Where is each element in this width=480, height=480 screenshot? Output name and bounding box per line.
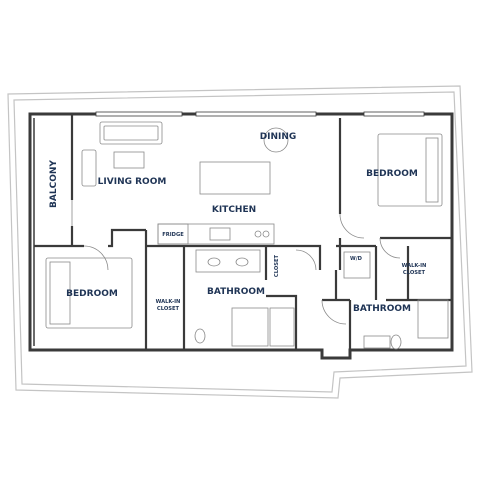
dining-label: DINING (260, 132, 297, 142)
kitchen-fixtures (157, 161, 275, 245)
walkin-closet-right-line1: WALK-IN (402, 263, 427, 269)
kitchen-label: KITCHEN (212, 205, 256, 215)
site-outline-inner (13, 91, 467, 393)
bathroom-left-label: BATHROOM (207, 287, 265, 297)
bedroom-furniture (45, 133, 443, 329)
site-outline (7, 85, 473, 399)
walkin-closet-right-line2: CLOSET (403, 270, 426, 276)
bath-fixtures (194, 249, 449, 350)
balcony-label: BALCONY (49, 160, 59, 208)
closet-label: CLOSET (274, 254, 280, 277)
interior-walls (34, 114, 452, 350)
walkin-closet-left-line2: CLOSET (157, 306, 180, 312)
living-room-label: LIVING ROOM (98, 177, 167, 187)
living-furniture (81, 121, 289, 187)
fridge-label: FRIDGE (162, 232, 184, 238)
bedroom-second-label: BEDROOM (66, 289, 118, 299)
exterior-wall (28, 112, 454, 360)
walkin-closet-left-line1: WALK-IN (156, 299, 181, 305)
door-swings (71, 200, 401, 325)
windows-top (95, 111, 425, 117)
bedroom-main-label: BEDROOM (366, 169, 418, 179)
washer-dryer-label: W/D (350, 256, 363, 262)
bathroom-right-label: BATHROOM (353, 304, 411, 314)
